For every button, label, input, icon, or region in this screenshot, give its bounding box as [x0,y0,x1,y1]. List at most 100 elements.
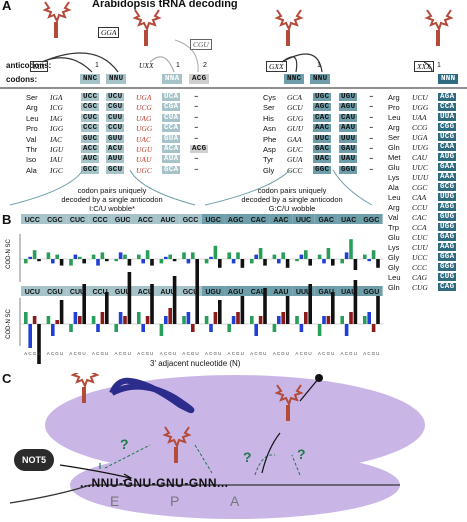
bar [172,276,177,324]
tick-label: G [55,351,59,356]
amino-acid-label: Ala [26,165,37,175]
codon-cell: CAC [313,113,332,122]
bar [69,259,73,266]
tick-label: C [277,351,281,356]
codon-cell: UAC [313,155,332,164]
bar [231,259,236,264]
dash-cell: – [369,145,374,153]
amino-acid-label: Phe [263,134,277,144]
bar [55,320,59,324]
nascent-peptide [109,377,195,414]
tick-label: U [241,351,244,356]
panel-c-diagram [9,373,425,519]
codon-cell: CUG [438,273,457,281]
tick-label: G [100,351,104,356]
codon-band-label: CUU [70,289,85,296]
tick-label: U [354,351,357,356]
codon-band [247,214,270,224]
amino-acid-label: Val [388,213,399,222]
tick-label: A [92,351,95,356]
codon-cell: UCA [162,93,181,101]
amino-acid-label: Val [26,134,37,144]
codon-cell: CCC [81,124,100,133]
bar [32,316,37,324]
anticodon-cell: CGC [412,183,428,192]
bar [227,324,231,332]
amino-acid-label: Tyr [263,155,274,165]
tick-label: G [259,351,263,356]
codon-cell: AUA [162,155,181,164]
bar [349,312,353,324]
codon-acg: ACG [189,74,210,84]
codon-band-label: ACU [138,289,153,296]
amino-acid-label: Ala [388,183,399,192]
codon-cell: CUA [162,113,181,122]
tick-label: G [326,351,330,356]
bar [231,316,236,324]
bar [168,254,172,259]
bar [150,284,154,324]
bar [371,250,376,259]
codon-cell: GCU [106,165,125,174]
bar [118,312,123,324]
anticodon-cell: UUU [412,173,429,182]
bar [322,259,326,264]
panel-a-letter: A [2,0,12,13]
bar [114,259,118,262]
question-mark: ? [243,449,252,465]
bar [82,259,86,264]
anticodon-cell: GUA [287,155,303,165]
codon-band [179,286,202,296]
codon-cell: AGG [438,203,457,211]
codon-cell: AGA [438,93,457,101]
amino-acid-label: Leu [388,193,401,202]
codon-band [337,286,360,296]
codon-nnc: NNC [80,74,101,84]
tick-label: C [119,351,123,356]
bar [258,248,263,259]
codon-band [201,214,225,224]
site-e: E [110,493,120,509]
bar [209,256,213,259]
floating-anticodon-gga: GGA [98,27,120,38]
bar [331,259,335,266]
caption-left: codon pairs uniquely decoded by a single… [52,186,172,213]
bar [91,316,96,324]
bar [141,324,145,332]
amino-acid-label: Ser [388,133,400,142]
tick-label: A [160,351,163,356]
bar [340,259,344,264]
bar [164,256,168,259]
bar [240,259,245,268]
bar [349,239,353,259]
anticodon-cell: ICG [50,103,63,113]
codon-band [43,214,67,224]
trna-icon [132,9,162,46]
bar [195,260,199,324]
bar [285,296,290,324]
codon-cell: CCU [106,124,125,133]
site-p: P [170,493,180,509]
codon-band-label: CCC [93,217,108,224]
bar [236,252,240,259]
amino-acid-label: Gln [388,143,400,152]
tick-label: G [191,351,195,356]
callout-lines [9,169,373,206]
dash-cell: – [194,124,199,133]
codon-band-label: CCU [93,289,108,296]
bar [37,259,41,262]
bar [331,292,335,324]
bar [164,316,168,324]
codon-band-label: UCU [25,289,40,296]
anticodon-cell: CUU [412,243,428,252]
tick-label: U [331,351,334,356]
tick-label: A [295,351,298,356]
codon-band-label: UAC [341,217,356,224]
codon-cell: CCA [438,103,457,111]
anticodon-cell: GUG [287,113,304,123]
codon-cell: ACC [81,145,100,153]
anticodon-cell: UCU [412,93,428,102]
dash-cell: – [194,93,199,101]
tick-label: A [24,351,27,356]
